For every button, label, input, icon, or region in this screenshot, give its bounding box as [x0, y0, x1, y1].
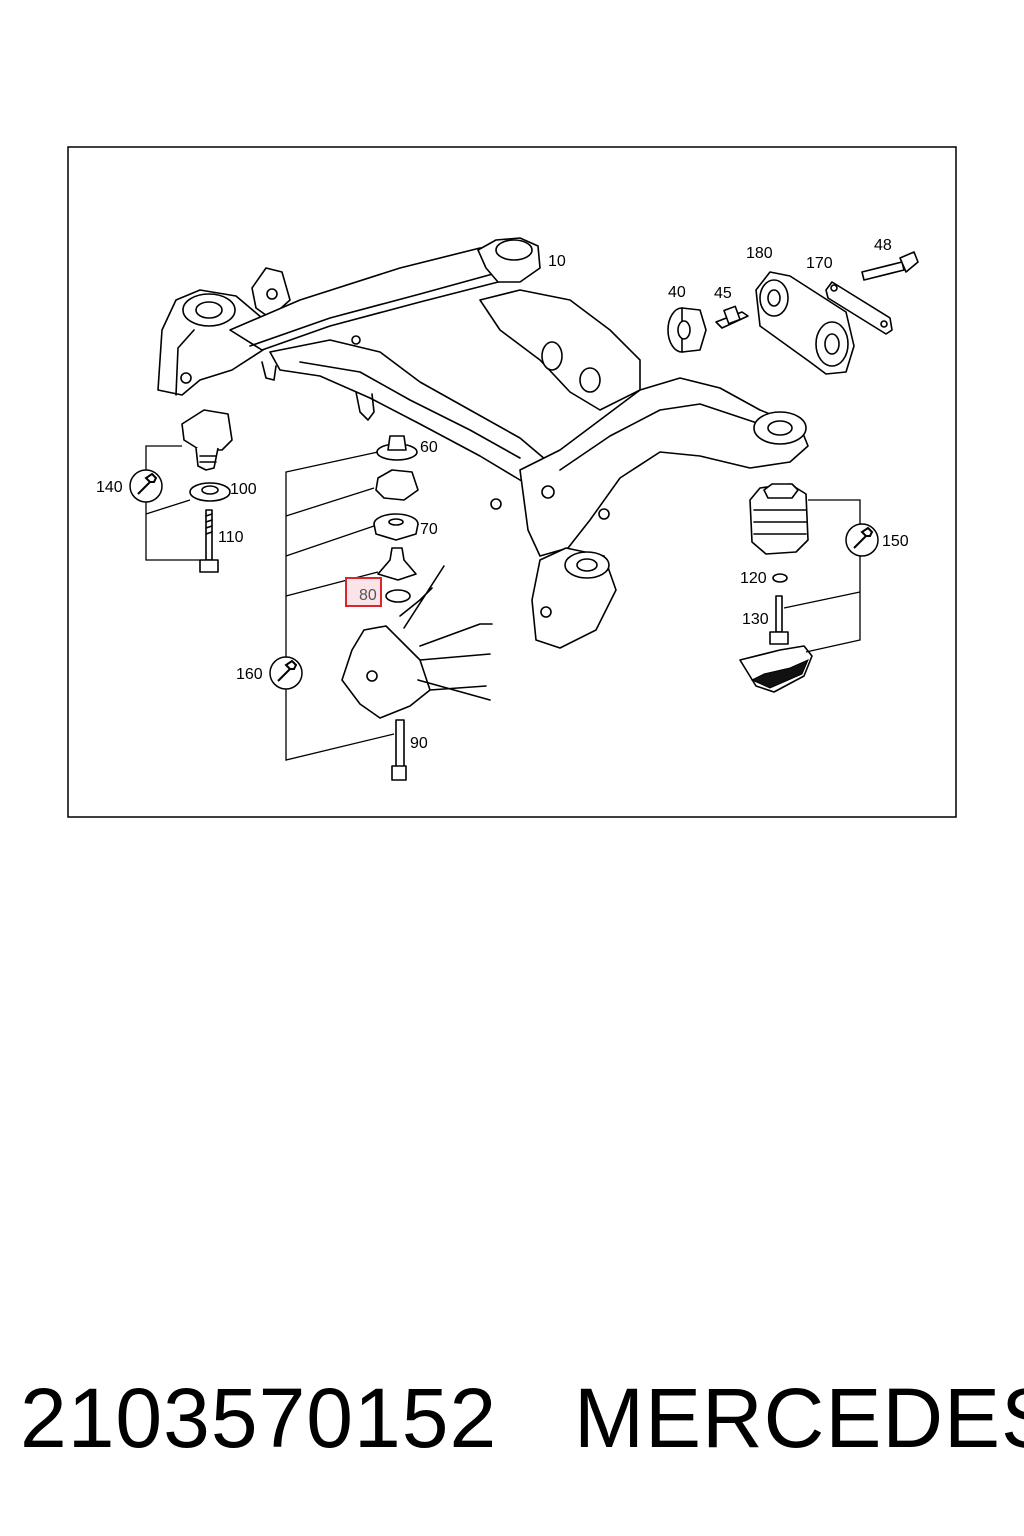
part-140-mount: [181, 409, 233, 471]
label-60[interactable]: 60: [420, 439, 438, 456]
highlight-box-80: [345, 577, 382, 607]
part-90-bolt: [391, 719, 407, 781]
rear-subframe: [157, 237, 809, 649]
part-130b-bracket: [739, 645, 813, 693]
part-70-rubber: [373, 513, 419, 541]
part-180-bracket: [755, 271, 855, 375]
wrench-icon-160: [269, 656, 303, 690]
label-110[interactable]: 110: [218, 529, 244, 546]
label-80[interactable]: 80: [359, 587, 377, 604]
part-80-buffer: [377, 547, 417, 603]
part-48-bolt: [861, 251, 919, 281]
part-170-strap: [825, 281, 893, 335]
label-100[interactable]: 100: [230, 481, 257, 498]
label-150[interactable]: 150: [882, 533, 909, 550]
part-110-bolt: [199, 509, 219, 573]
differential-housing: [341, 565, 493, 719]
label-40[interactable]: 40: [668, 284, 686, 301]
wrench-icon-150: [845, 523, 879, 557]
wrench-icon-140: [129, 469, 163, 503]
part-40-bushing: [667, 307, 707, 353]
label-140[interactable]: 140: [96, 479, 123, 496]
label-120[interactable]: 120: [740, 570, 767, 587]
part-45-bolt: [715, 305, 749, 329]
label-90[interactable]: 90: [410, 735, 428, 752]
part-130-bolt: [769, 595, 789, 645]
part-100-washer: [189, 482, 231, 502]
part-120-washer: [772, 573, 788, 583]
part-150-mount: [749, 483, 809, 555]
label-130[interactable]: 130: [742, 611, 769, 628]
brand-name: MERCEDES: [574, 1371, 1024, 1465]
label-10[interactable]: 10: [548, 253, 566, 270]
part-60b-sleeve: [375, 469, 419, 501]
label-70[interactable]: 70: [420, 521, 438, 538]
label-45[interactable]: 45: [714, 285, 732, 302]
label-48[interactable]: 48: [874, 237, 892, 254]
part-number: 2103570152: [20, 1371, 498, 1465]
label-160[interactable]: 160: [236, 666, 263, 683]
label-180[interactable]: 180: [746, 245, 773, 262]
label-170[interactable]: 170: [806, 255, 833, 272]
footer: 2103570152 MERCEDES: [0, 1368, 1024, 1468]
